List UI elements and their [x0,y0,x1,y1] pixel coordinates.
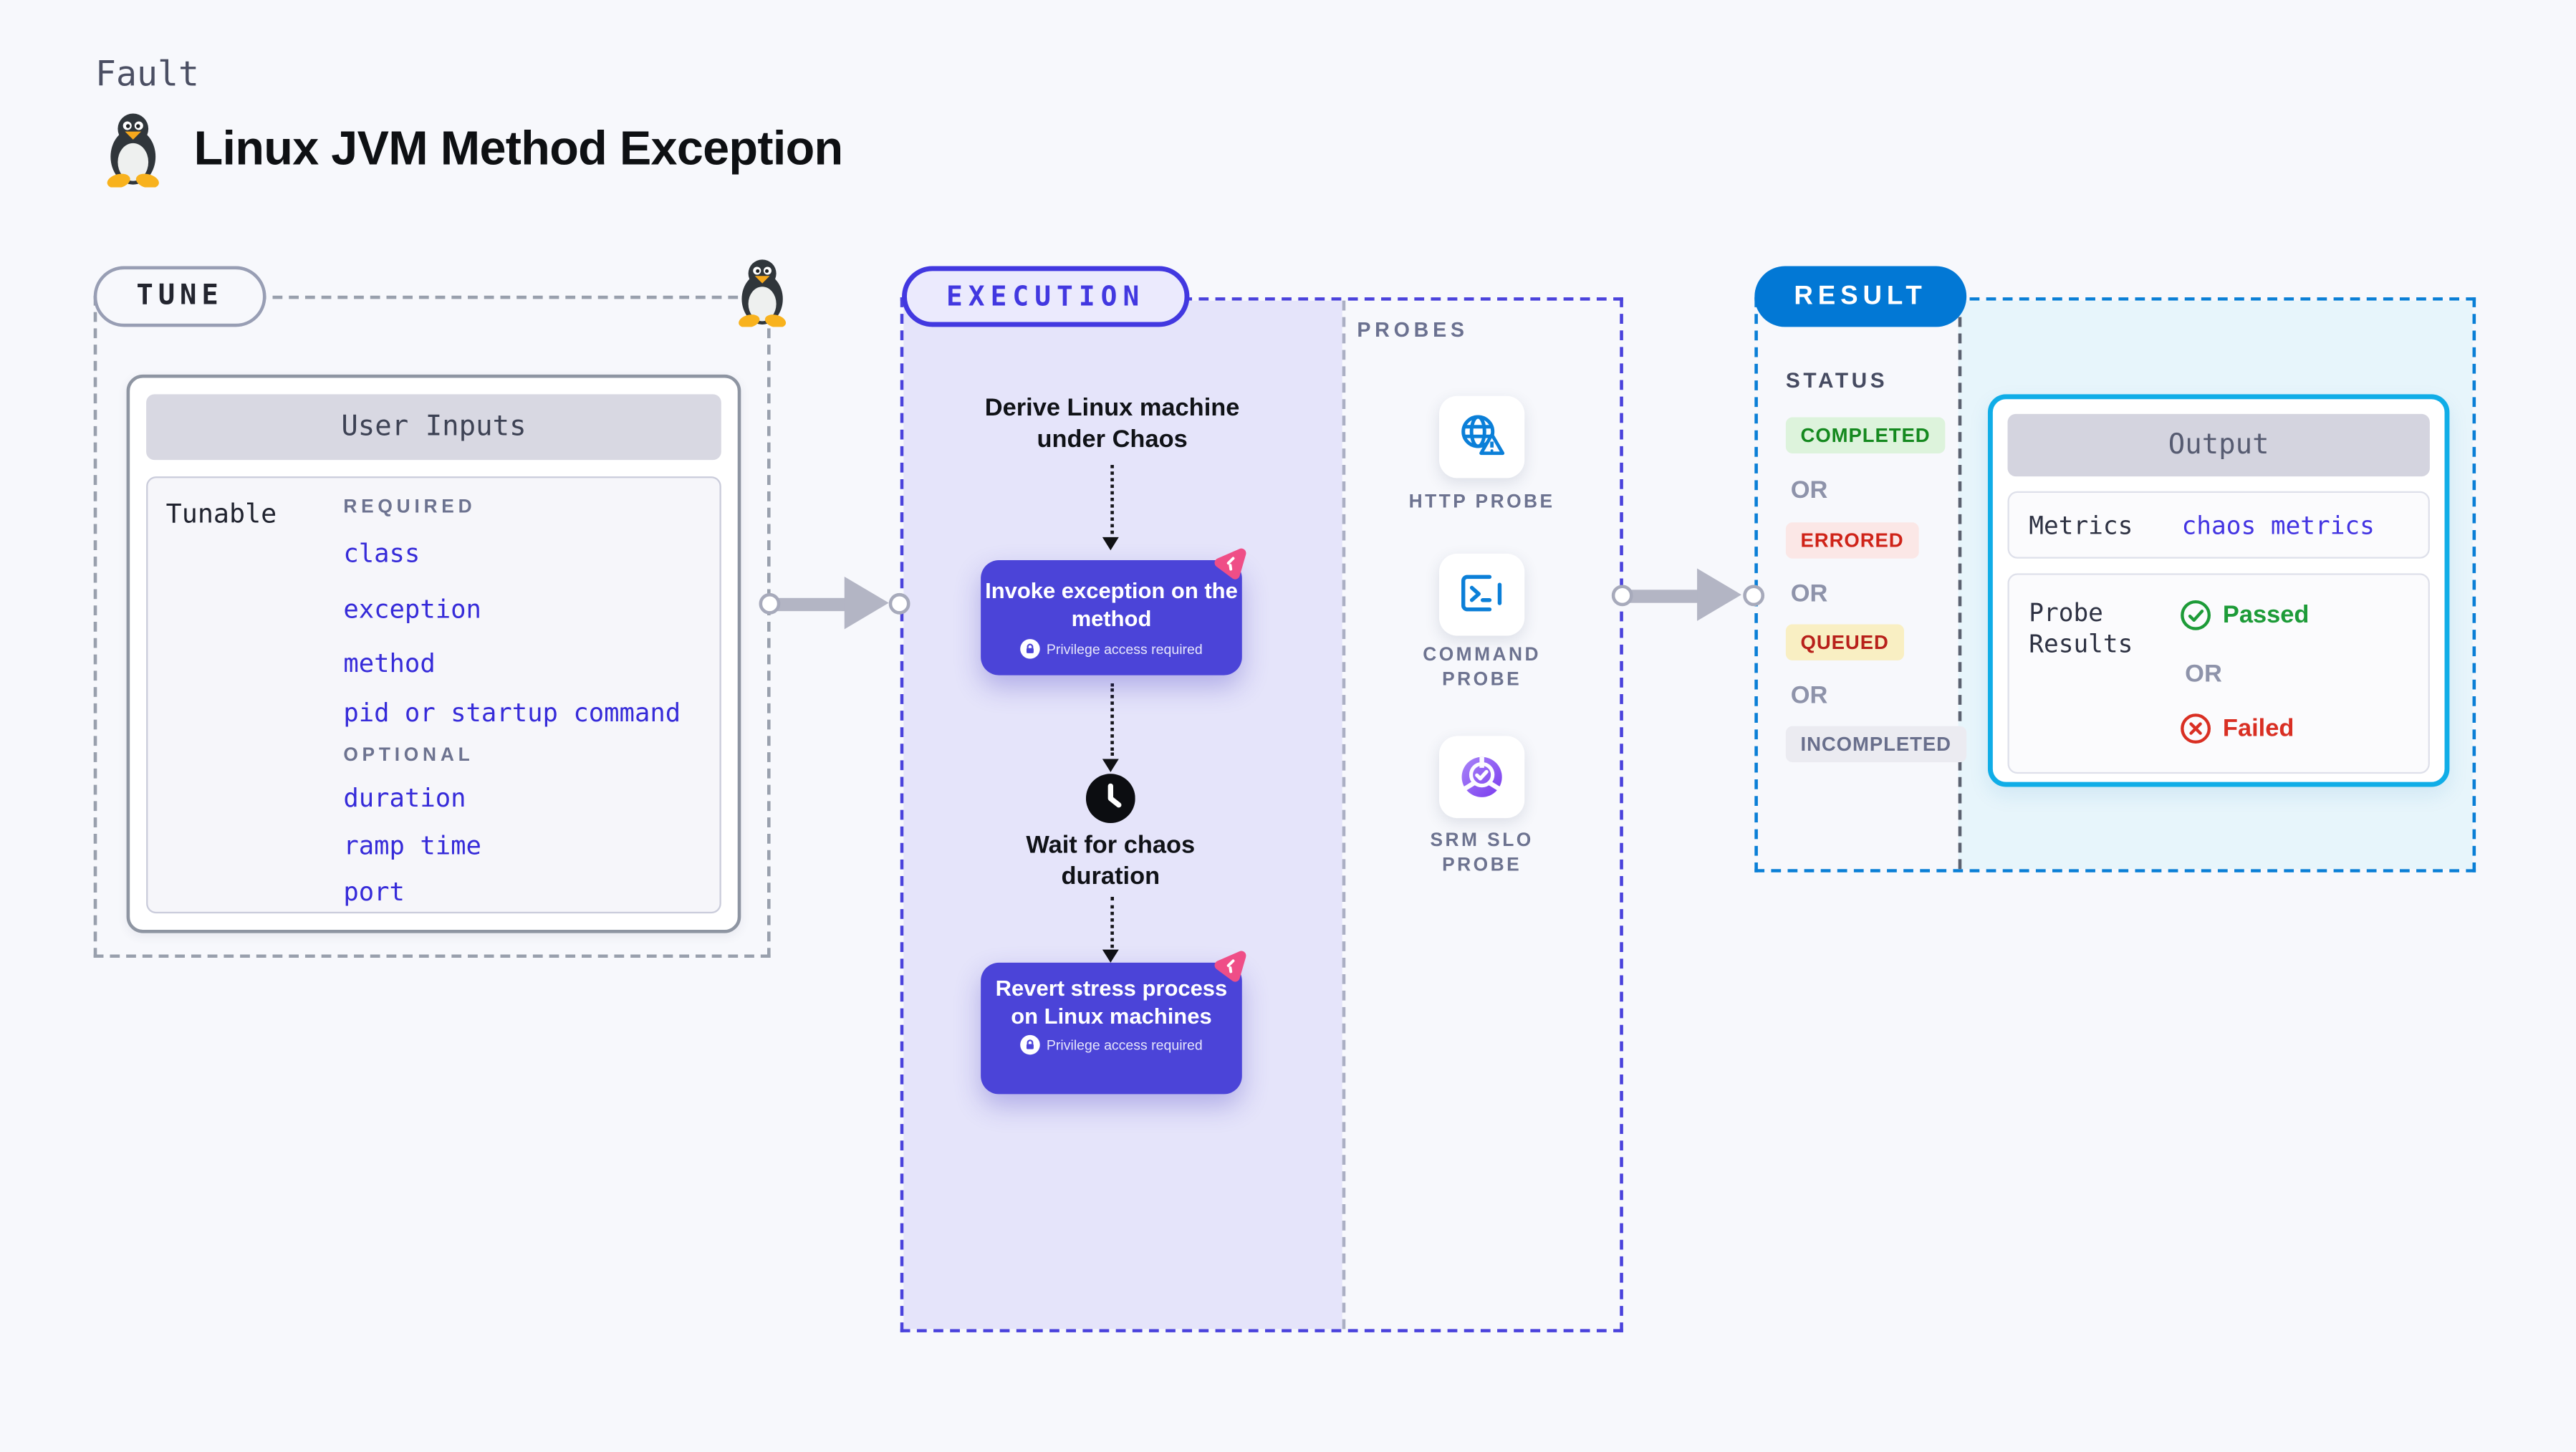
title-row: Linux JVM Method Exception [100,112,844,188]
probe-card-command [1438,553,1525,636]
privilege-note-text: Privilege access required [1046,640,1203,658]
execution-to-result-arrowhead [1697,568,1741,621]
step-derive-machine: Derive Linux machine under Chaos [984,394,1240,453]
down-arrow-icon [1102,949,1119,963]
privilege-note: Privilege access required [981,1034,1242,1055]
connector-dot [888,592,910,615]
tune-section-box [93,295,771,958]
step-invoke-exception: Invoke exception on the method Privilege… [981,560,1242,675]
linux-tux-corner-icon [739,259,787,327]
execution-to-result-arrow [1625,590,1711,602]
tunable-link-duration[interactable]: duration [343,783,466,814]
or-label: OR [1790,580,1828,608]
or-label: OR [2185,660,2222,688]
user-inputs-card: User Inputs Tunable REQUIRED class excep… [126,374,741,933]
slo-donut-icon [1461,756,1502,797]
execution-badge: EXECUTION [902,266,1190,327]
tunable-link-class[interactable]: class [343,539,420,569]
connector-dot [1743,585,1765,607]
metrics-row: Metrics chaos metrics [2007,491,2430,559]
privilege-note: Privilege access required [981,639,1242,659]
optional-section-label: OPTIONAL [343,746,474,766]
tunable-link-exception[interactable]: exception [343,595,481,625]
tunable-link-ramp-time[interactable]: ramp time [343,831,481,861]
probe-label-srm-slo: SRM SLO PROBE [1430,831,1534,876]
step-wait-duration: Wait for chaos duration [1026,831,1196,891]
tunable-table: Tunable REQUIRED class exception method … [146,476,721,914]
failed-result: Failed [2180,713,2294,744]
status-badge-incompleted: INCOMPLETED [1785,726,1966,763]
output-card: Output Metrics chaos metrics Probe Resul… [1987,394,2450,787]
status-badge-completed: COMPLETED [1785,417,1946,453]
passed-label: Passed [2222,601,2310,630]
execution-probes-divider [1342,300,1346,1330]
or-label: OR [1790,681,1828,710]
page-title: Linux JVM Method Exception [193,122,844,176]
step-connector [1110,465,1114,534]
tunable-link-port[interactable]: port [343,877,405,907]
terminal-icon [1461,574,1502,612]
user-inputs-header: User Inputs [146,394,721,461]
result-badge: RESULT [1754,266,1966,327]
probe-label-http: HTTP PROBE [1408,493,1555,513]
fault-kicker: Fault [95,54,199,94]
step-label: Revert stress process on Linux machines [995,976,1228,1028]
tune-to-execution-arrow [772,597,858,610]
connector-dot [1611,585,1633,607]
required-section-label: REQUIRED [343,497,476,518]
or-label: OR [1790,476,1828,505]
down-arrow-icon [1102,759,1119,772]
status-badge-queued: QUEUED [1785,624,1904,660]
chaos-badge-icon [1214,951,1246,982]
privilege-note-text: Privilege access required [1046,1037,1203,1054]
step-connector [1110,897,1114,948]
metrics-label: Metrics [2029,511,2133,541]
down-arrow-icon [1102,537,1119,551]
globe-alert-icon [1461,415,1505,456]
probe-card-srm-slo [1438,736,1525,819]
probes-heading: PROBES [1357,318,1469,342]
lock-icon [1020,1034,1040,1055]
passed-result: Passed [2180,600,2309,631]
status-heading: STATUS [1785,367,1888,393]
tune-to-execution-arrowhead [844,576,889,630]
x-circle-icon [2181,713,2211,744]
status-badge-errored: ERRORED [1785,522,1919,559]
probe-results-row: Probe Results Passed OR Failed [2007,573,2430,774]
step-revert-stress: Revert stress process on Linux machines … [981,962,1242,1095]
probe-results-label: Probe Results [2029,597,2133,659]
tunable-row-label: Tunable [165,497,277,529]
check-circle-icon [2181,600,2211,630]
tune-badge: TUNE [93,266,266,327]
probe-card-http [1438,395,1525,479]
status-output-divider [1958,300,1962,870]
lock-icon [1020,639,1040,659]
tunable-link-pid-or-startup-command[interactable]: pid or startup command [343,698,681,728]
chaos-badge-icon [1214,548,1246,580]
probe-label-command: COMMAND PROBE [1423,645,1541,691]
output-header: Output [2007,413,2430,477]
tunable-link-method[interactable]: method [343,648,436,679]
connector-dot [759,592,781,615]
clock-icon [1085,774,1135,823]
failed-label: Failed [2222,714,2294,743]
step-label: Invoke exception on the method [985,578,1238,631]
step-connector [1110,683,1114,756]
linux-tux-icon [107,113,159,188]
chaos-metrics-link[interactable]: chaos metrics [2181,511,2375,541]
